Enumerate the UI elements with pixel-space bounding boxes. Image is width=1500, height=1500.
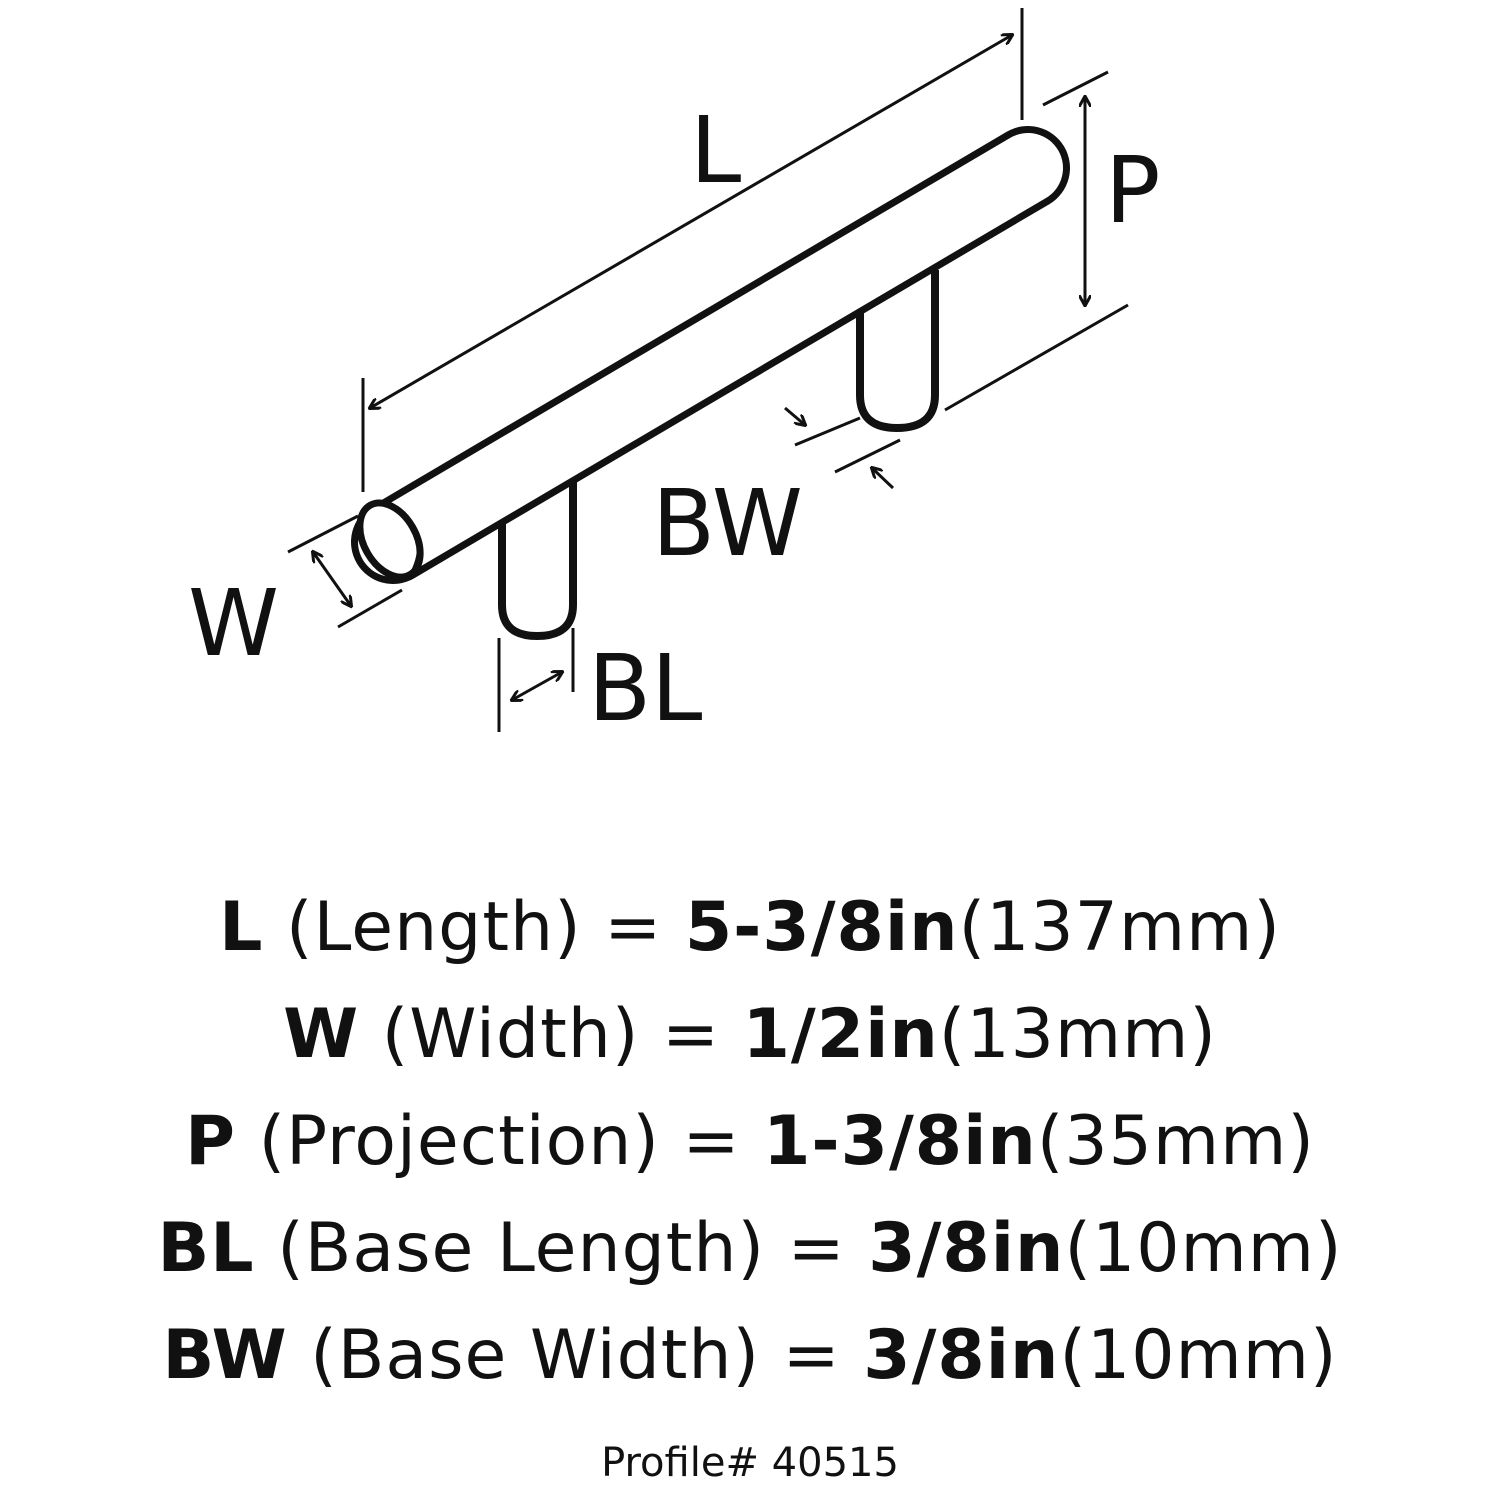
spec-projection: P (Projection) = 1-3/8in(35mm) [185,1102,1315,1181]
profile-number: Profile# 40515 [601,1440,899,1486]
label-BL: BL [588,635,702,742]
dimension-lines [287,8,1129,732]
spec-base-width: BW (Base Width) = 3/8in(10mm) [162,1316,1338,1395]
label-P: P [1105,137,1160,244]
label-W: W [188,570,279,677]
spec-length: L (Length) = 5-3/8in(137mm) [219,888,1281,967]
bar-pull-diagram: L P W BW BL [188,8,1160,742]
spec-width: W (Width) = 1/2in(13mm) [283,995,1217,1074]
label-BW: BW [652,470,803,577]
spec-base-length: BL (Base Length) = 3/8in(10mm) [157,1209,1343,1288]
label-L: L [690,97,741,204]
left-post [498,480,577,641]
